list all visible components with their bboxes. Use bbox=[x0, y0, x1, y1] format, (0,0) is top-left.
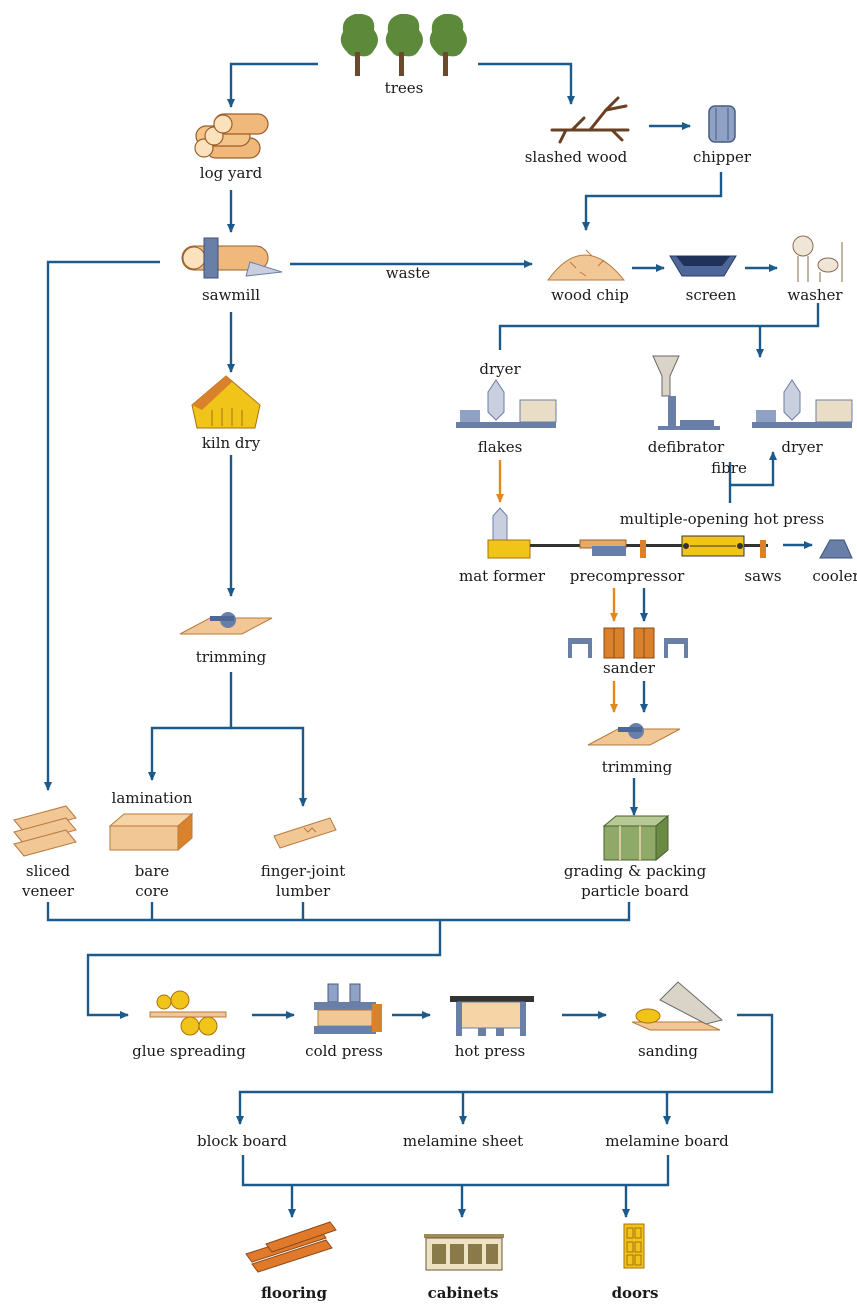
label-slashed-wood: slashed wood bbox=[524, 148, 628, 166]
bare-core-icon bbox=[108, 812, 194, 852]
sliced-veneer-icon bbox=[13, 805, 77, 857]
label-log-yard: log yard bbox=[199, 164, 263, 182]
sanding-icon bbox=[631, 981, 724, 1031]
screen-icon bbox=[669, 255, 737, 277]
defibrator-icon bbox=[652, 355, 720, 430]
mat-former-icon bbox=[487, 507, 531, 559]
label-saws: saws bbox=[744, 567, 782, 585]
label-cold-press: cold press bbox=[305, 1042, 383, 1060]
label-trees: trees bbox=[384, 79, 424, 97]
trimming-right-icon bbox=[587, 723, 681, 746]
dryer-left-icon bbox=[456, 379, 557, 428]
label-grading-packing: grading & packing bbox=[563, 862, 707, 880]
kiln-dry-icon bbox=[191, 375, 261, 429]
label-trimming-right: trimming bbox=[601, 758, 673, 776]
trimming-left-icon bbox=[179, 612, 273, 635]
label-dryer-left: dryer bbox=[479, 360, 521, 378]
label-wood-chip: wood chip bbox=[551, 286, 629, 304]
label-lumber: lumber bbox=[275, 882, 331, 900]
label-dryer-right: dryer bbox=[781, 438, 823, 456]
trees-icon bbox=[340, 14, 467, 76]
label-particle-board: particle board bbox=[581, 882, 689, 900]
label-block-board: block board bbox=[196, 1132, 288, 1150]
label-multiple-opening-hot-press: multiple-opening hot press bbox=[619, 510, 825, 528]
cold-press-icon bbox=[314, 983, 382, 1034]
label-defibrator: defibrator bbox=[647, 438, 725, 456]
sander-icon bbox=[568, 627, 688, 659]
label-veneer: veneer bbox=[22, 882, 74, 900]
label-finger-joint: finger-joint bbox=[260, 862, 346, 880]
label-cabinets: cabinets bbox=[427, 1284, 499, 1302]
finger-joint-icon bbox=[273, 817, 337, 849]
label-lamination: lamination bbox=[111, 789, 193, 807]
label-flakes: flakes bbox=[477, 438, 523, 456]
glue-spreading-icon bbox=[149, 990, 227, 1036]
grading-packing-icon bbox=[602, 814, 670, 862]
conveyor-line bbox=[530, 544, 768, 547]
hot-press-icon bbox=[450, 996, 534, 1036]
label-sander: sander bbox=[603, 659, 655, 677]
alt-flow-lines bbox=[496, 460, 618, 713]
wood-chip-icon bbox=[547, 249, 626, 281]
label-hot-press: hot press bbox=[454, 1042, 526, 1060]
door-icon bbox=[623, 1223, 645, 1269]
flooring-icon bbox=[245, 1221, 337, 1273]
label-kiln-dry: kiln dry bbox=[201, 434, 261, 452]
label-chipper: chipper bbox=[692, 148, 752, 166]
sawmill-icon bbox=[181, 237, 283, 279]
dryer-right-icon bbox=[752, 379, 853, 428]
hot-press-multi-icon bbox=[681, 535, 745, 557]
chipper-icon bbox=[708, 105, 736, 143]
label-bare: bare bbox=[134, 862, 170, 880]
flow-lines bbox=[44, 62, 820, 1218]
precompressor-icon bbox=[579, 539, 646, 558]
cooler-icon bbox=[819, 539, 853, 559]
log-yard-icon bbox=[194, 113, 269, 159]
label-sanding: sanding bbox=[638, 1042, 698, 1060]
label-flooring: flooring bbox=[261, 1284, 327, 1302]
label-precompressor: precompressor bbox=[569, 567, 685, 585]
label-glue-spreading: glue spreading bbox=[132, 1042, 246, 1060]
label-fibre: fibre bbox=[711, 459, 747, 477]
label-melamine-sheet: melamine sheet bbox=[402, 1132, 524, 1150]
label-trimming-left: trimming bbox=[195, 648, 267, 666]
washer-icon bbox=[792, 235, 843, 282]
label-screen: screen bbox=[685, 286, 737, 304]
label-mat-former: mat former bbox=[459, 567, 545, 585]
label-melamine-board: melamine board bbox=[605, 1132, 729, 1150]
cabinets-icon bbox=[424, 1234, 504, 1271]
saws-icon bbox=[760, 540, 766, 558]
slashed-wood-icon bbox=[550, 96, 630, 144]
label-washer: washer bbox=[787, 286, 843, 304]
label-cooler: cooler bbox=[812, 567, 857, 585]
label-waste: waste bbox=[385, 264, 431, 282]
label-sawmill: sawmill bbox=[201, 286, 261, 304]
label-sliced: sliced bbox=[25, 862, 71, 880]
label-core: core bbox=[135, 882, 169, 900]
label-doors: doors bbox=[611, 1284, 659, 1302]
